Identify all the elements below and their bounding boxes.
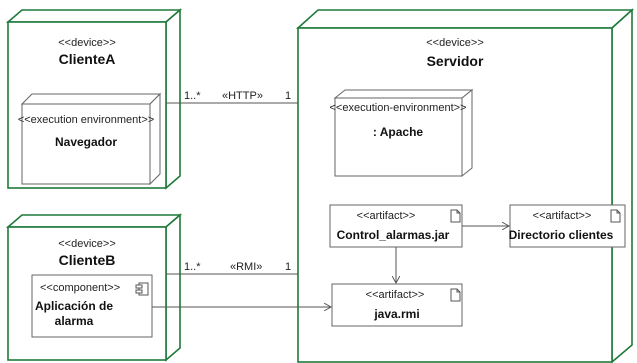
artifact-java-rmi[interactable]: <<artifact>> java.rmi	[331, 283, 463, 327]
clientea-stereotype: <<device>>	[58, 37, 116, 49]
http-mult-right: 1	[285, 90, 291, 102]
component-name-line1: Aplicación de	[35, 299, 113, 313]
artifact-control-name: Control_alarmas.jar	[337, 228, 450, 242]
clienteb-stereotype: <<device>>	[58, 238, 116, 250]
servidor-name: Servidor	[427, 53, 484, 69]
artifact-control-alarmas[interactable]: <<artifact>> Control_alarmas.jar	[329, 204, 463, 248]
navegador-stereotype: <<execution environment>>	[18, 114, 154, 126]
component-name-line2: alarma	[55, 314, 94, 328]
exec-env-navegador[interactable]: <<execution environment>> Navegador	[18, 92, 162, 186]
artifact-rmi-stereotype: <<artifact>>	[366, 289, 425, 301]
apache-name: : Apache	[373, 125, 424, 139]
clientea-name: ClienteA	[59, 51, 116, 67]
artifact-directorio-name: Directorio clientes	[509, 228, 614, 242]
component-aplicacion-alarma[interactable]: <<component>> Aplicación de alarma	[31, 274, 153, 338]
component-stereotype: <<component>>	[40, 282, 120, 294]
artifact-directorio-stereotype: <<artifact>>	[533, 210, 592, 222]
apache-stereotype: <<execution-environment>>	[330, 102, 467, 114]
document-icon	[450, 209, 461, 223]
exec-env-apache[interactable]: <<execution-environment>> : Apache	[330, 88, 474, 178]
http-label: «HTTP»	[222, 90, 263, 102]
servidor-stereotype: <<device>>	[426, 37, 484, 49]
artifact-directorio-clientes[interactable]: <<artifact>> Directorio clientes	[509, 204, 626, 248]
rmi-label: «RMI»	[230, 261, 262, 273]
rmi-mult-right: 1	[285, 261, 291, 273]
navegador-name: Navegador	[55, 135, 117, 149]
rmi-mult-left: 1..*	[184, 261, 201, 273]
http-mult-left: 1..*	[184, 90, 201, 102]
clienteb-name: ClienteB	[59, 252, 116, 268]
document-icon	[450, 288, 461, 302]
component-icon	[135, 282, 149, 296]
document-icon	[610, 209, 621, 223]
artifact-control-stereotype: <<artifact>>	[357, 210, 416, 222]
artifact-rmi-name: java.rmi	[373, 307, 419, 321]
